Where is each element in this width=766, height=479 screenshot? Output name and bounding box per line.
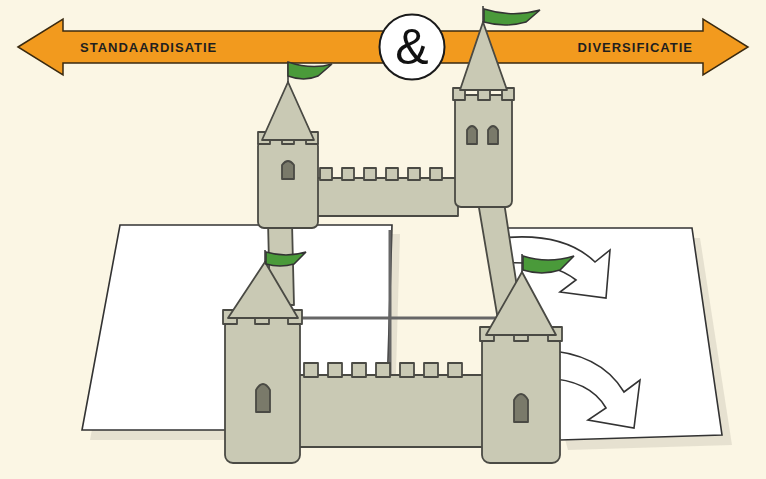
right-pole-label: DIVERSIFICATIE	[577, 40, 693, 55]
left-pole-label: STANDAARDISATIE	[80, 40, 217, 55]
ampersand-symbol: &	[378, 13, 446, 81]
ampersand-circle: &	[378, 13, 446, 81]
